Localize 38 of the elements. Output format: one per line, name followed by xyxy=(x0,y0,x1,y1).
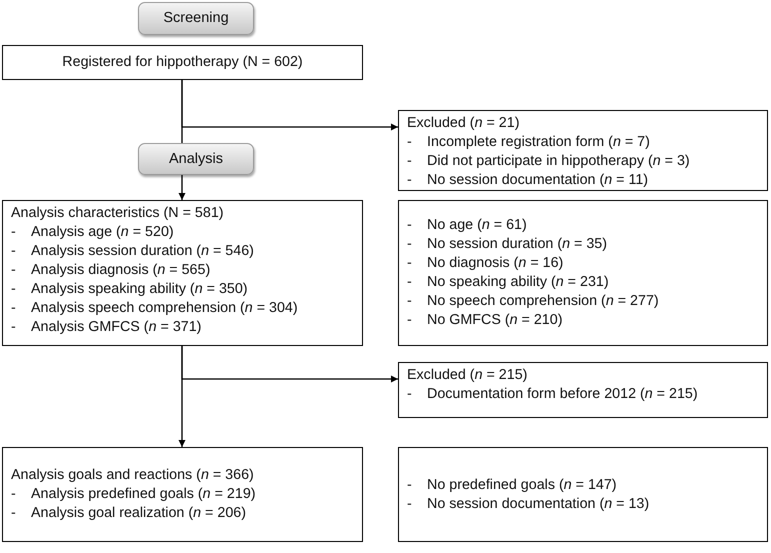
process-box xyxy=(2,45,363,80)
list-item: - Incomplete registration form (n = 7) xyxy=(407,133,651,152)
list-item: - No session documentation (n = 13) xyxy=(407,494,650,514)
list-item: - Did not participate in hippotherapy (n = 3) xyxy=(407,152,691,171)
list-item: - Analysis session duration (n = 546) xyxy=(11,242,255,261)
list-item: - No age (n = 61) xyxy=(407,216,528,235)
list-item: - Analysis speaking ability (n = 350) xyxy=(11,280,249,299)
box-heading: Registered for hippotherapy (N = 602) xyxy=(62,53,303,72)
list-item: - No predefined goals (n = 147) xyxy=(407,476,618,494)
list-item: - Analysis goal realization (n = 206) xyxy=(11,504,247,523)
process-box xyxy=(2,200,363,346)
process-box xyxy=(398,110,768,191)
list-item: - Documentation form before 2012 (n = 215) xyxy=(407,385,699,404)
process-box xyxy=(2,447,363,542)
box-heading: Analysis characteristics (N = 581) xyxy=(11,204,225,223)
stage-title: Analysis xyxy=(169,150,223,168)
stage-label xyxy=(138,2,254,35)
arrow xyxy=(178,346,186,447)
box-heading: Analysis goals and reactions (n = 366) xyxy=(11,466,255,485)
box-heading: Excluded (n = 215) xyxy=(407,366,528,385)
list-item: - No speech comprehension (n = 277) xyxy=(407,292,660,311)
list-item: - No GMFCS (n = 210) xyxy=(407,311,564,330)
arrow xyxy=(178,175,186,200)
box-heading: Excluded (n = 21) xyxy=(407,114,520,133)
process-box xyxy=(398,447,768,542)
list-item: - Analysis GMFCS (n = 371) xyxy=(11,318,202,337)
process-box xyxy=(398,362,768,418)
stage-label xyxy=(138,143,254,175)
process-box xyxy=(398,200,768,346)
list-item: - No diagnosis (n = 16) xyxy=(407,254,564,273)
list-item: - No session duration (n = 35) xyxy=(407,235,608,254)
list-item: - Analysis predefined goals (n = 219) xyxy=(11,485,257,504)
stage-title: Screening xyxy=(163,9,229,28)
list-item: - Analysis speech comprehension (n = 304) xyxy=(11,299,299,318)
list-item: - No speaking ability (n = 231) xyxy=(407,273,610,292)
list-item: - Analysis age (n = 520) xyxy=(11,223,175,242)
list-item: - Analysis diagnosis (n = 565) xyxy=(11,261,212,280)
list-item: - No session documentation (n = 11) xyxy=(407,171,650,190)
